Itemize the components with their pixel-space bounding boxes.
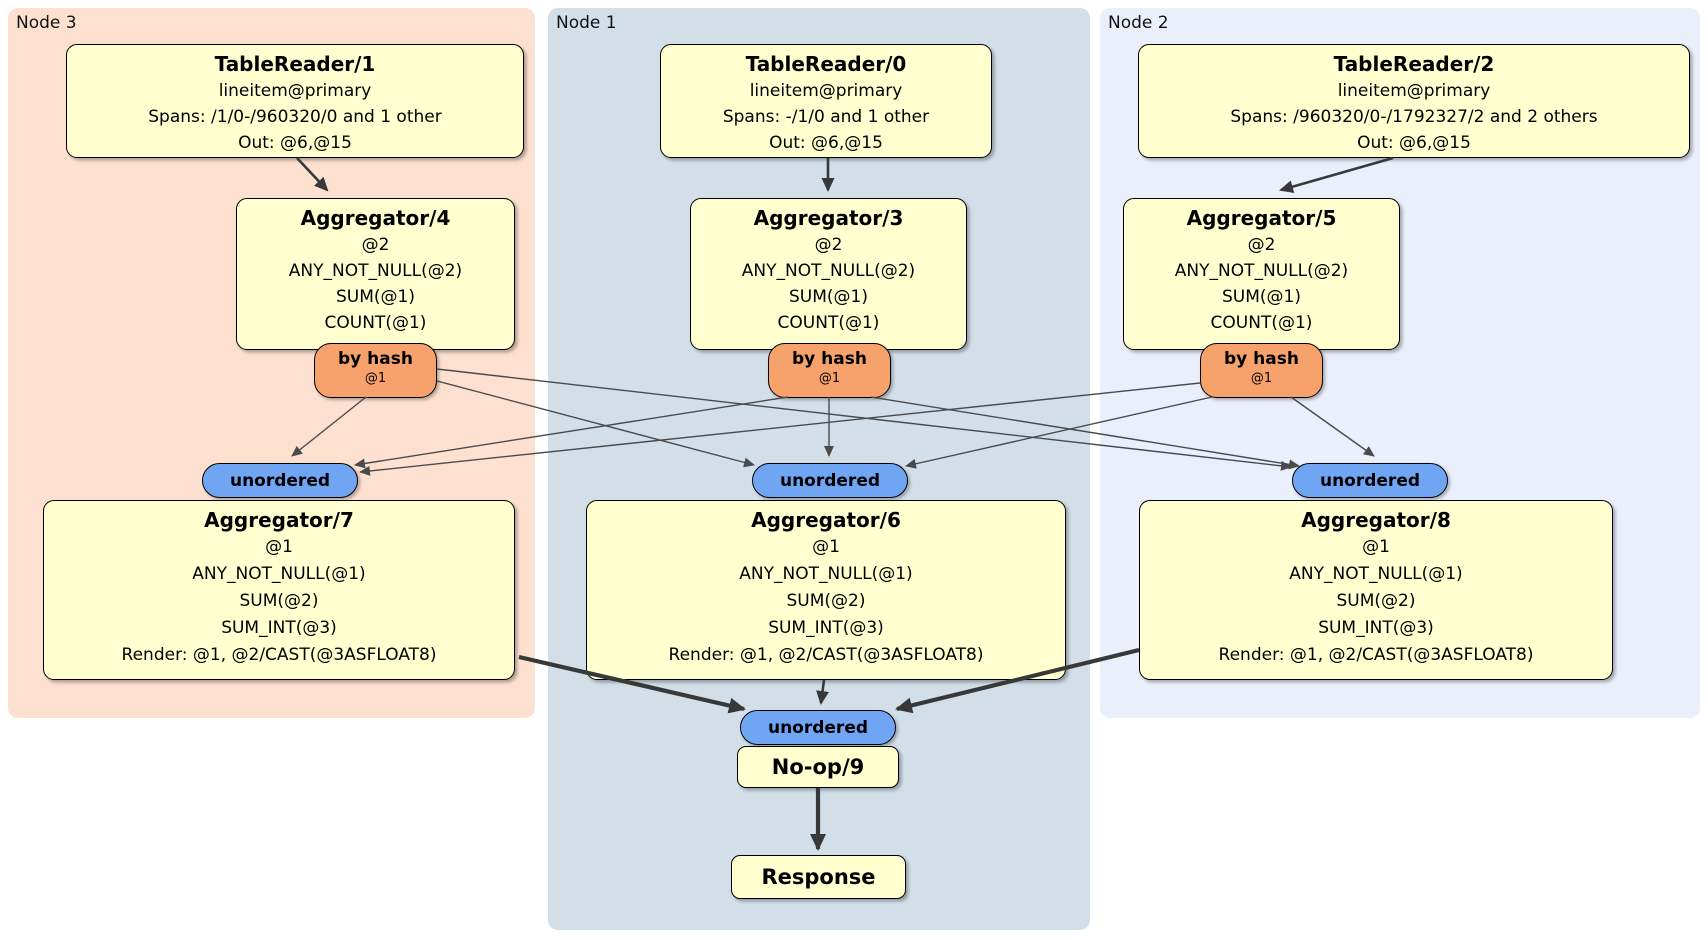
processor-tablereader-1: TableReader/1 lineitem@primary Spans: /1…	[66, 44, 524, 158]
router-label: by hash	[792, 349, 867, 369]
region-node2-label: Node 2	[1108, 13, 1169, 33]
processor-aggregator-6: Aggregator/6 @1 ANY_NOT_NULL(@1) SUM(@2)…	[586, 500, 1066, 680]
processor-response: Response	[731, 855, 906, 899]
router-by-hash-4: by hash @1	[314, 343, 437, 398]
processor-noop-9: No-op/9	[737, 746, 899, 788]
processor-title: TableReader/2	[1333, 52, 1495, 76]
processor-detail: SUM(@1)	[1222, 287, 1301, 307]
processor-detail: Render: @1, @2/CAST(@3ASFLOAT8)	[1218, 645, 1534, 665]
processor-detail: ANY_NOT_NULL(@1)	[192, 564, 366, 584]
sync-label: unordered	[1319, 470, 1421, 491]
processor-title: Aggregator/7	[204, 508, 354, 532]
processor-aggregator-5: Aggregator/5 @2 ANY_NOT_NULL(@2) SUM(@1)…	[1123, 198, 1400, 350]
processor-detail: @2	[814, 235, 843, 255]
processor-detail: @1	[1362, 537, 1390, 557]
processor-aggregator-4: Aggregator/4 @2 ANY_NOT_NULL(@2) SUM(@1)…	[236, 198, 515, 350]
router-label: by hash	[338, 349, 413, 369]
processor-detail: SUM(@2)	[239, 591, 319, 611]
processor-detail: Render: @1, @2/CAST(@3ASFLOAT8)	[121, 645, 437, 665]
router-by-hash-5: by hash @1	[1200, 343, 1323, 398]
processor-detail: lineitem@primary	[1337, 81, 1491, 101]
processor-detail: COUNT(@1)	[777, 313, 880, 333]
processor-title: Aggregator/8	[1301, 508, 1451, 532]
processor-detail: Render: @1, @2/CAST(@3ASFLOAT8)	[668, 645, 984, 665]
sync-unordered-7: unordered	[202, 463, 358, 498]
router-detail: @1	[364, 371, 387, 386]
processor-detail: Spans: -/1/0 and 1 other	[722, 107, 930, 127]
processor-detail: ANY_NOT_NULL(@1)	[1289, 564, 1463, 584]
processor-tablereader-0: TableReader/0 lineitem@primary Spans: -/…	[660, 44, 992, 158]
processor-detail: SUM(@1)	[336, 287, 415, 307]
processor-detail: lineitem@primary	[218, 81, 372, 101]
sync-unordered-9: unordered	[740, 710, 896, 745]
processor-title: Aggregator/6	[751, 508, 901, 532]
processor-title: Aggregator/5	[1186, 206, 1337, 230]
sync-unordered-8: unordered	[1292, 463, 1448, 498]
processor-detail: COUNT(@1)	[324, 313, 427, 333]
router-label: by hash	[1224, 349, 1299, 369]
processor-title: No-op/9	[771, 755, 865, 779]
processor-aggregator-7: Aggregator/7 @1 ANY_NOT_NULL(@1) SUM(@2)…	[43, 500, 515, 680]
processor-title: Aggregator/3	[753, 206, 904, 230]
processor-detail: COUNT(@1)	[1210, 313, 1313, 333]
processor-title: Aggregator/4	[300, 206, 451, 230]
processor-detail: lineitem@primary	[749, 81, 903, 101]
sync-label: unordered	[229, 470, 331, 491]
sync-label: unordered	[779, 470, 881, 491]
sync-unordered-6: unordered	[752, 463, 908, 498]
sync-label: unordered	[767, 717, 869, 738]
processor-aggregator-8: Aggregator/8 @1 ANY_NOT_NULL(@1) SUM(@2)…	[1139, 500, 1613, 680]
processor-aggregator-3: Aggregator/3 @2 ANY_NOT_NULL(@2) SUM(@1)…	[690, 198, 967, 350]
processor-detail: Out: @6,@15	[769, 133, 883, 153]
processor-detail: @2	[361, 235, 390, 255]
router-detail: @1	[818, 371, 841, 386]
processor-detail: Out: @6,@15	[238, 133, 352, 153]
processor-detail: Out: @6,@15	[1357, 133, 1471, 153]
processor-detail: ANY_NOT_NULL(@2)	[741, 261, 916, 281]
region-node3-label: Node 3	[16, 13, 77, 33]
processor-detail: SUM(@2)	[786, 591, 866, 611]
processor-tablereader-2: TableReader/2 lineitem@primary Spans: /9…	[1138, 44, 1690, 158]
processor-title: TableReader/0	[745, 52, 907, 76]
processor-detail: @2	[1247, 235, 1276, 255]
processor-detail: ANY_NOT_NULL(@2)	[1174, 261, 1349, 281]
processor-detail: SUM(@2)	[1336, 591, 1416, 611]
region-node1-label: Node 1	[556, 13, 617, 33]
processor-detail: Spans: /1/0-/960320/0 and 1 other	[148, 107, 442, 127]
processor-detail: SUM_INT(@3)	[1318, 618, 1434, 638]
processor-detail: SUM_INT(@3)	[221, 618, 337, 638]
processor-detail: SUM(@1)	[789, 287, 868, 307]
processor-detail: @1	[812, 537, 840, 557]
router-by-hash-3: by hash @1	[768, 343, 891, 398]
processor-detail: @1	[265, 537, 293, 557]
processor-title: Response	[761, 865, 876, 889]
processor-detail: ANY_NOT_NULL(@1)	[739, 564, 913, 584]
router-detail: @1	[1250, 371, 1273, 386]
processor-detail: SUM_INT(@3)	[768, 618, 884, 638]
processor-detail: Spans: /960320/0-/1792327/2 and 2 others	[1230, 107, 1598, 127]
processor-title: TableReader/1	[214, 52, 376, 76]
processor-detail: ANY_NOT_NULL(@2)	[288, 261, 463, 281]
